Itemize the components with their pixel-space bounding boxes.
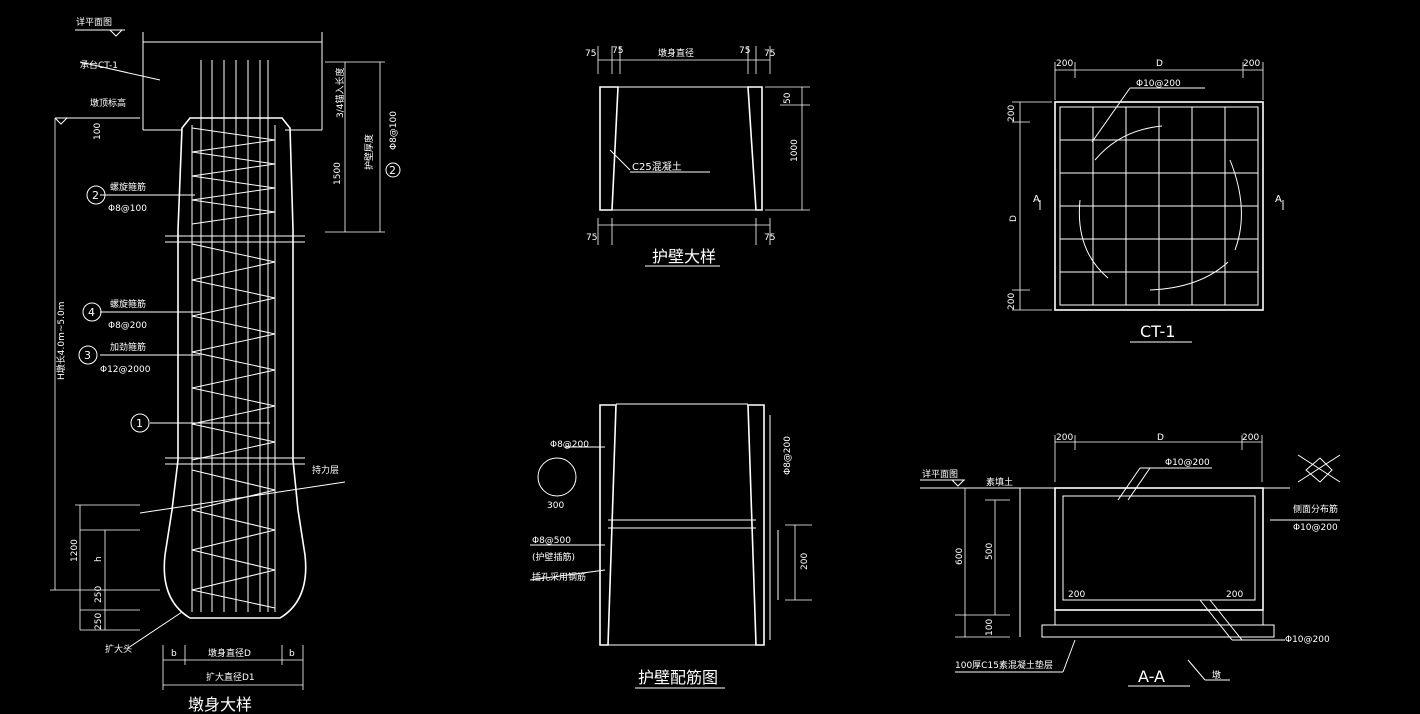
pile-dim-anchor: 3/4锚入长度 xyxy=(334,68,346,119)
pile-dim-b2: b xyxy=(289,649,295,659)
pile-enlarged-d: 扩大直径D1 xyxy=(206,671,255,683)
callout-2-right-text: 2 xyxy=(389,164,396,177)
pile-detail xyxy=(50,29,401,690)
ct-plan-title: CT-1 xyxy=(1140,322,1175,341)
callout-2-circle xyxy=(86,185,106,205)
pile-dim-phi8-100: Φ8@100 xyxy=(389,111,399,150)
aa-backfill: 素填土 xyxy=(986,476,1013,488)
wall-rebar xyxy=(529,403,812,689)
pile-spiral-spec: Φ8@100 xyxy=(108,204,147,214)
callout-3-circle xyxy=(78,345,98,365)
aa-dim-d: D xyxy=(1157,433,1164,443)
aa-dim-200-l: 200 xyxy=(1056,433,1073,443)
wall-rebar-ring-spec: Φ8@200 xyxy=(550,440,589,450)
pile-ring-label: 加劲箍筋 xyxy=(110,341,146,353)
pile-dim-100: 100 xyxy=(93,123,103,140)
callout-3-text: 3 xyxy=(84,349,91,362)
wall-detail xyxy=(597,46,810,267)
aa-dim-500: 500 xyxy=(985,543,995,560)
ct-sec-a-l: A xyxy=(1033,194,1040,205)
pile-top-mark: 墩顶标高 xyxy=(90,97,126,109)
aa-inner-200-r: 200 xyxy=(1226,590,1243,600)
pile-dim-250b: 250 xyxy=(94,613,104,630)
callout-1-text: 1 xyxy=(136,417,143,430)
pile-shaft-d: 墩身直径D xyxy=(208,647,251,659)
pile-detail-title: 墩身大样 xyxy=(188,695,252,714)
aa-inner-200-l: 200 xyxy=(1068,590,1085,600)
aa-dim-100: 100 xyxy=(985,619,995,636)
callout-1-circle xyxy=(130,413,150,433)
aa-pier: 墩 xyxy=(1212,669,1221,681)
wall-dim-75-3: 75 xyxy=(739,46,750,56)
wall-concrete: C25混凝土 xyxy=(632,160,682,173)
ct-rebar: Φ10@200 xyxy=(1136,79,1181,89)
pile-stirrup-spec: Φ8@200 xyxy=(108,321,147,331)
pile-ring-spec: Φ12@2000 xyxy=(100,365,151,375)
pile-ground-mark: 详平面图 xyxy=(76,16,112,28)
wall-dim-75-5: 75 xyxy=(586,233,597,243)
wall-dim-1000: 1000 xyxy=(790,139,800,162)
ct-dim-d-v: D xyxy=(1009,215,1019,222)
aa-bot-rebar: Φ10@200 xyxy=(1285,635,1330,645)
pile-dim-b1: b xyxy=(171,649,177,659)
wall-dim-75-1: 75 xyxy=(585,49,596,59)
wall-rebar-loop-note: 插孔采用钢筋 xyxy=(532,571,586,583)
section-aa-title: A-A xyxy=(1138,667,1165,686)
callout-2-right-circle xyxy=(385,162,401,178)
callout-4-text: 4 xyxy=(88,306,95,319)
aa-top-rebar: Φ10@200 xyxy=(1165,458,1210,468)
pile-cap-label: 承台CT-1 xyxy=(80,59,118,71)
wall-dim-75-2: 75 xyxy=(612,46,623,56)
wall-shaft-d: 墩身直径 xyxy=(658,47,694,59)
pile-stirrup-label: 螺旋箍筋 xyxy=(110,298,146,310)
pile-dim-250a: 250 xyxy=(94,586,104,603)
wall-dim-75-4: 75 xyxy=(764,49,775,59)
aa-dim-200-r: 200 xyxy=(1242,433,1259,443)
pile-h-length: H墩长4.0m~5.0m xyxy=(55,302,67,380)
ct-dim-d: D xyxy=(1156,59,1163,69)
wall-rebar-circle xyxy=(537,457,577,497)
pile-dim-1500: 1500 xyxy=(333,162,343,185)
aa-cushion: 100厚C15素混凝土垫层 xyxy=(955,659,1053,671)
ct-sec-a-r: A xyxy=(1275,194,1282,205)
wall-rebar-bar-spec: Φ8@500 xyxy=(532,536,571,546)
wall-dim-75-6: 75 xyxy=(764,233,775,243)
ct-dim-200-r: 200 xyxy=(1243,59,1260,69)
pile-enlarged: 扩大头 xyxy=(105,643,132,655)
pile-bearing-layer: 持力层 xyxy=(312,464,339,476)
aa-ground-mark: 详平面图 xyxy=(922,468,958,480)
wall-dim-50: 50 xyxy=(783,92,793,104)
wall-rebar-dim-200: 200 xyxy=(800,553,810,570)
section-aa xyxy=(920,435,1341,687)
ct-plan xyxy=(1012,62,1284,343)
aa-dim-600: 600 xyxy=(955,548,965,565)
pile-dim-h: h xyxy=(94,556,104,562)
callout-4-circle xyxy=(82,302,102,322)
ct-dim-200-top: 200 xyxy=(1007,105,1017,122)
pile-spiral-label: 螺旋箍筋 xyxy=(110,181,146,193)
wall-rebar-circle-label: 300 xyxy=(547,501,564,511)
wall-detail-title: 护壁大样 xyxy=(652,247,716,266)
wall-rebar-right-spec: Φ8@200 xyxy=(783,436,793,475)
wall-rebar-bar-note: (护壁插筋) xyxy=(532,551,575,563)
pile-dim-1200: 1200 xyxy=(70,539,80,562)
callout-2-text: 2 xyxy=(92,189,99,202)
pile-dim-wall: 护壁厚度 xyxy=(363,134,375,170)
aa-side-label: 侧面分布筋 xyxy=(1293,503,1338,515)
ct-dim-200-bot: 200 xyxy=(1007,293,1017,310)
ct-dim-200-l: 200 xyxy=(1056,59,1073,69)
wall-rebar-title: 护壁配筋图 xyxy=(638,668,718,687)
aa-side-spec: Φ10@200 xyxy=(1293,523,1338,533)
